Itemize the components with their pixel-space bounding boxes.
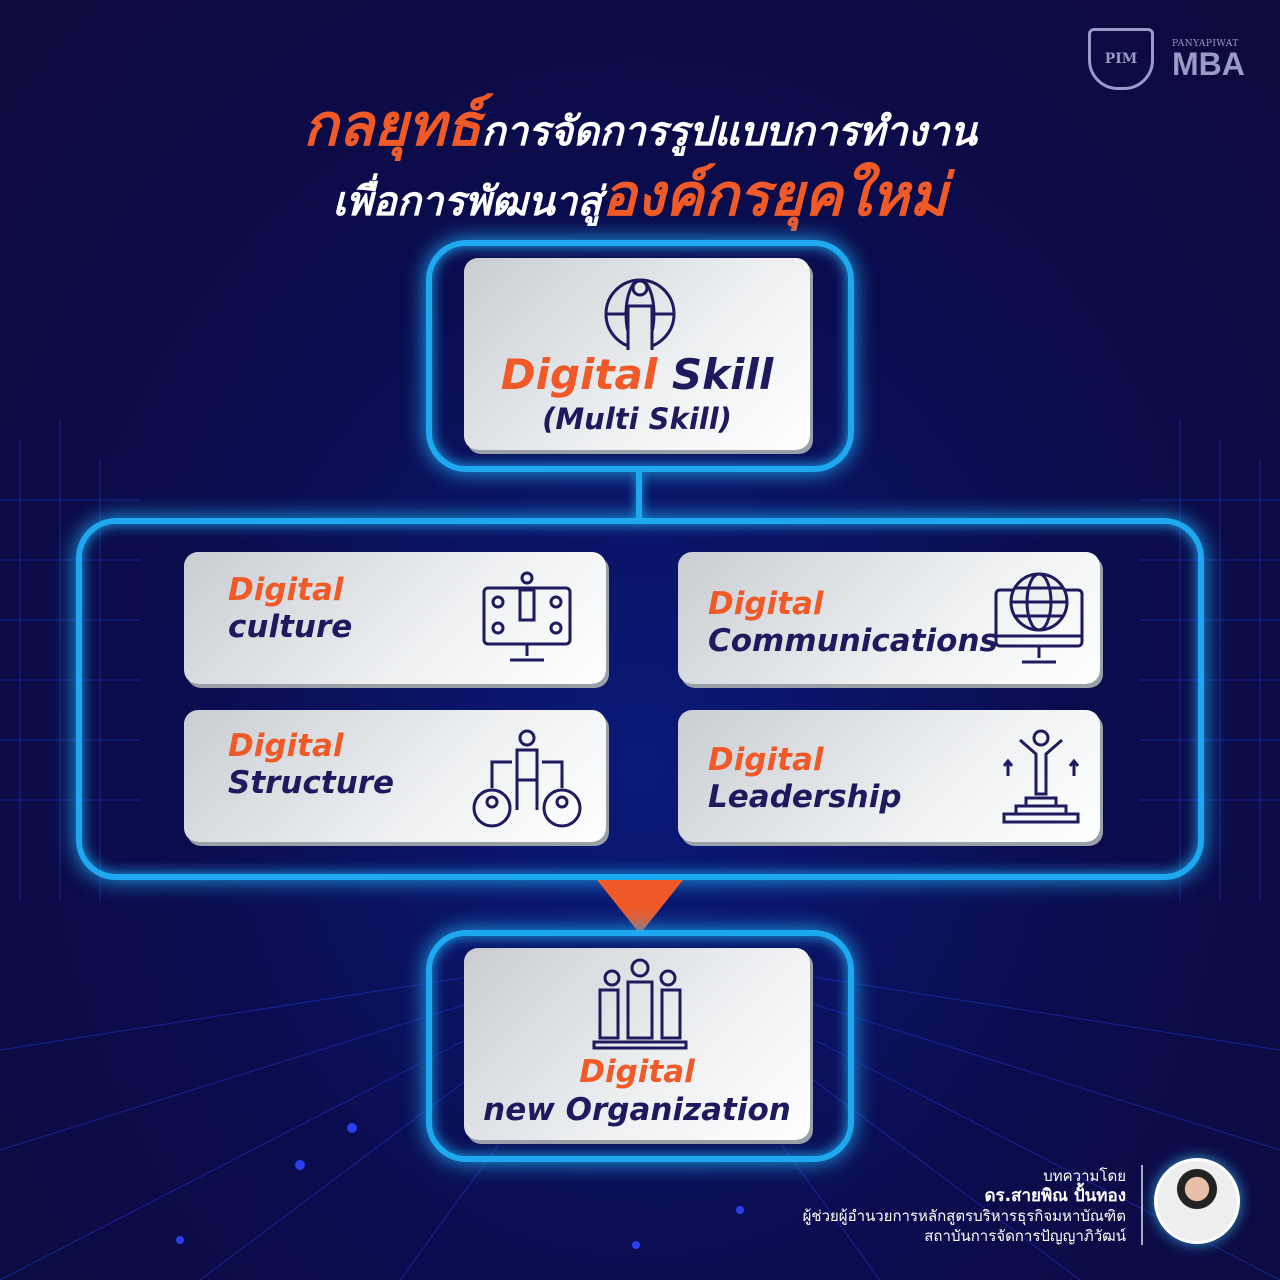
author-divider [1141, 1165, 1143, 1245]
connector-line [636, 472, 642, 522]
digital-skill-card: Digital Skill (Multi Skill) [464, 258, 810, 450]
org-structure-icon [472, 729, 582, 828]
title-line-2: เพื่อการพัฒนาสู่องค์กรยุคใหม่ [332, 161, 948, 229]
title-line-1: กลยุทธ์การจัดการรูปแบบการทำงาน [303, 91, 977, 159]
brand-small: PANYAPIWAT [1172, 39, 1239, 49]
brand-big: MBA [1172, 46, 1245, 82]
leader-podium-icon [1002, 729, 1080, 824]
pim-emblem: PIM [1088, 28, 1154, 90]
top-frame [426, 240, 854, 472]
author-avatar [1154, 1158, 1240, 1244]
middle-frame [76, 518, 1204, 880]
author-block: บทความโดย ดร.สายพิณ ปั้นทอง ผู้ช่วยผู้อำ… [802, 1167, 1126, 1245]
team-icon [592, 958, 688, 1050]
digital-new-organization-card: Digital new Organization [464, 948, 810, 1140]
globe-person-icon [604, 278, 676, 350]
monitor-network-icon [482, 571, 572, 662]
globe-monitor-icon [994, 572, 1084, 664]
bottom-frame [426, 930, 854, 1162]
down-arrow-icon [597, 880, 683, 934]
